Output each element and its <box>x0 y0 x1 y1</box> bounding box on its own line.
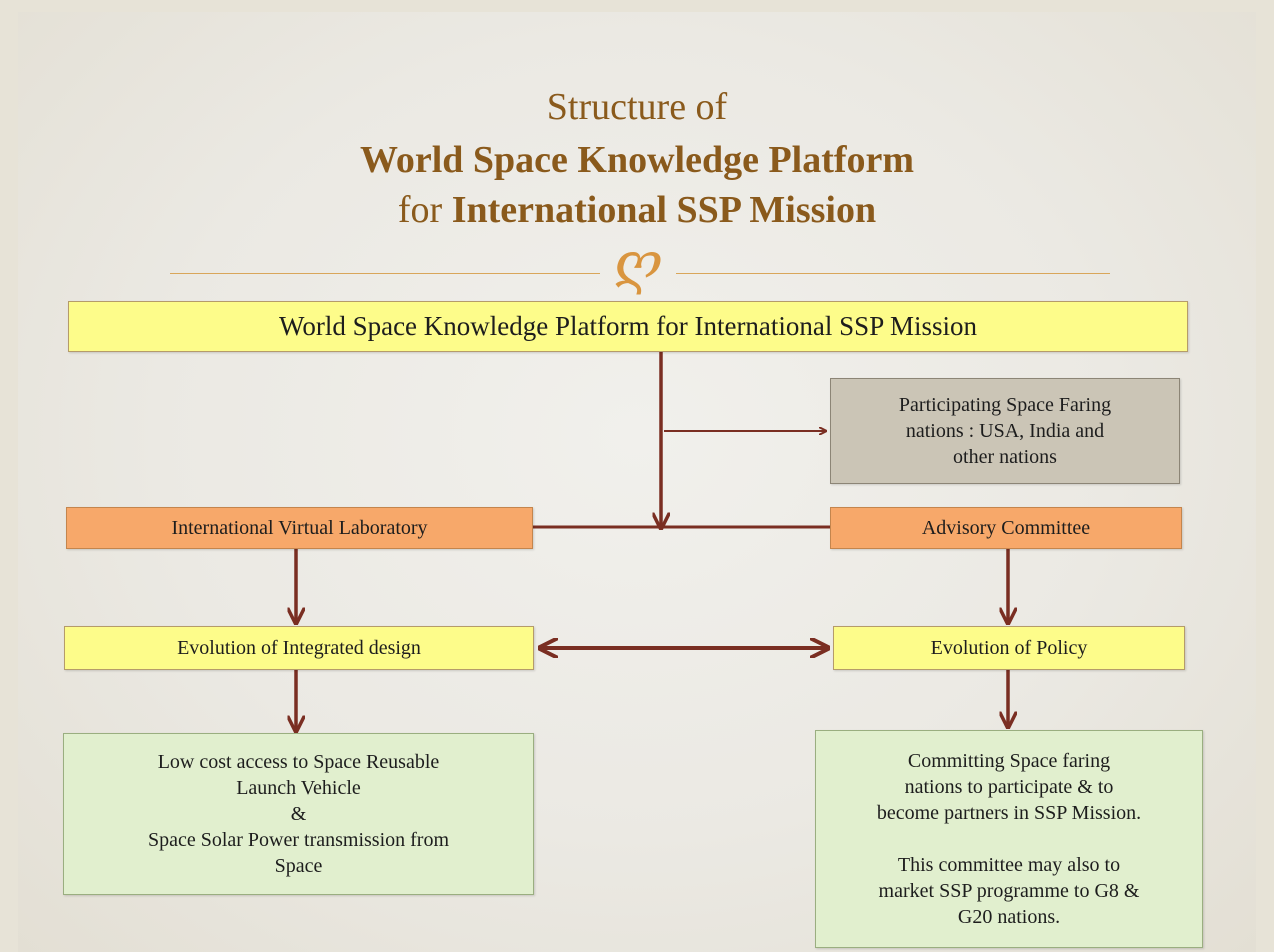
title-line-2: World Space Knowledge Platform <box>359 139 915 181</box>
title-line-3-bold: International SSP Mission <box>451 189 877 231</box>
committing-nations-box: Committing Space faring nations to parti… <box>815 730 1203 948</box>
divider-right <box>676 273 1110 274</box>
advisory-committee-box: Advisory Committee <box>830 507 1182 549</box>
low-cost-access-box: Low cost access to Space Reusable Launch… <box>63 733 534 895</box>
policy-box: Evolution of Policy <box>833 626 1185 670</box>
title-line-1: Structure of <box>546 86 728 128</box>
participating-nations-box: Participating Space Faring nations : USA… <box>830 378 1180 484</box>
integrated-design-box: Evolution of Integrated design <box>64 626 534 670</box>
divider-left <box>170 273 600 274</box>
ornament-icon: ღ <box>613 233 663 295</box>
title-line-3-prefix: for <box>397 189 452 231</box>
title-line-3: for International SSP Mission <box>0 185 1274 235</box>
platform-box: World Space Knowledge Platform for Inter… <box>68 301 1188 352</box>
virtual-laboratory-box: International Virtual Laboratory <box>66 507 533 549</box>
